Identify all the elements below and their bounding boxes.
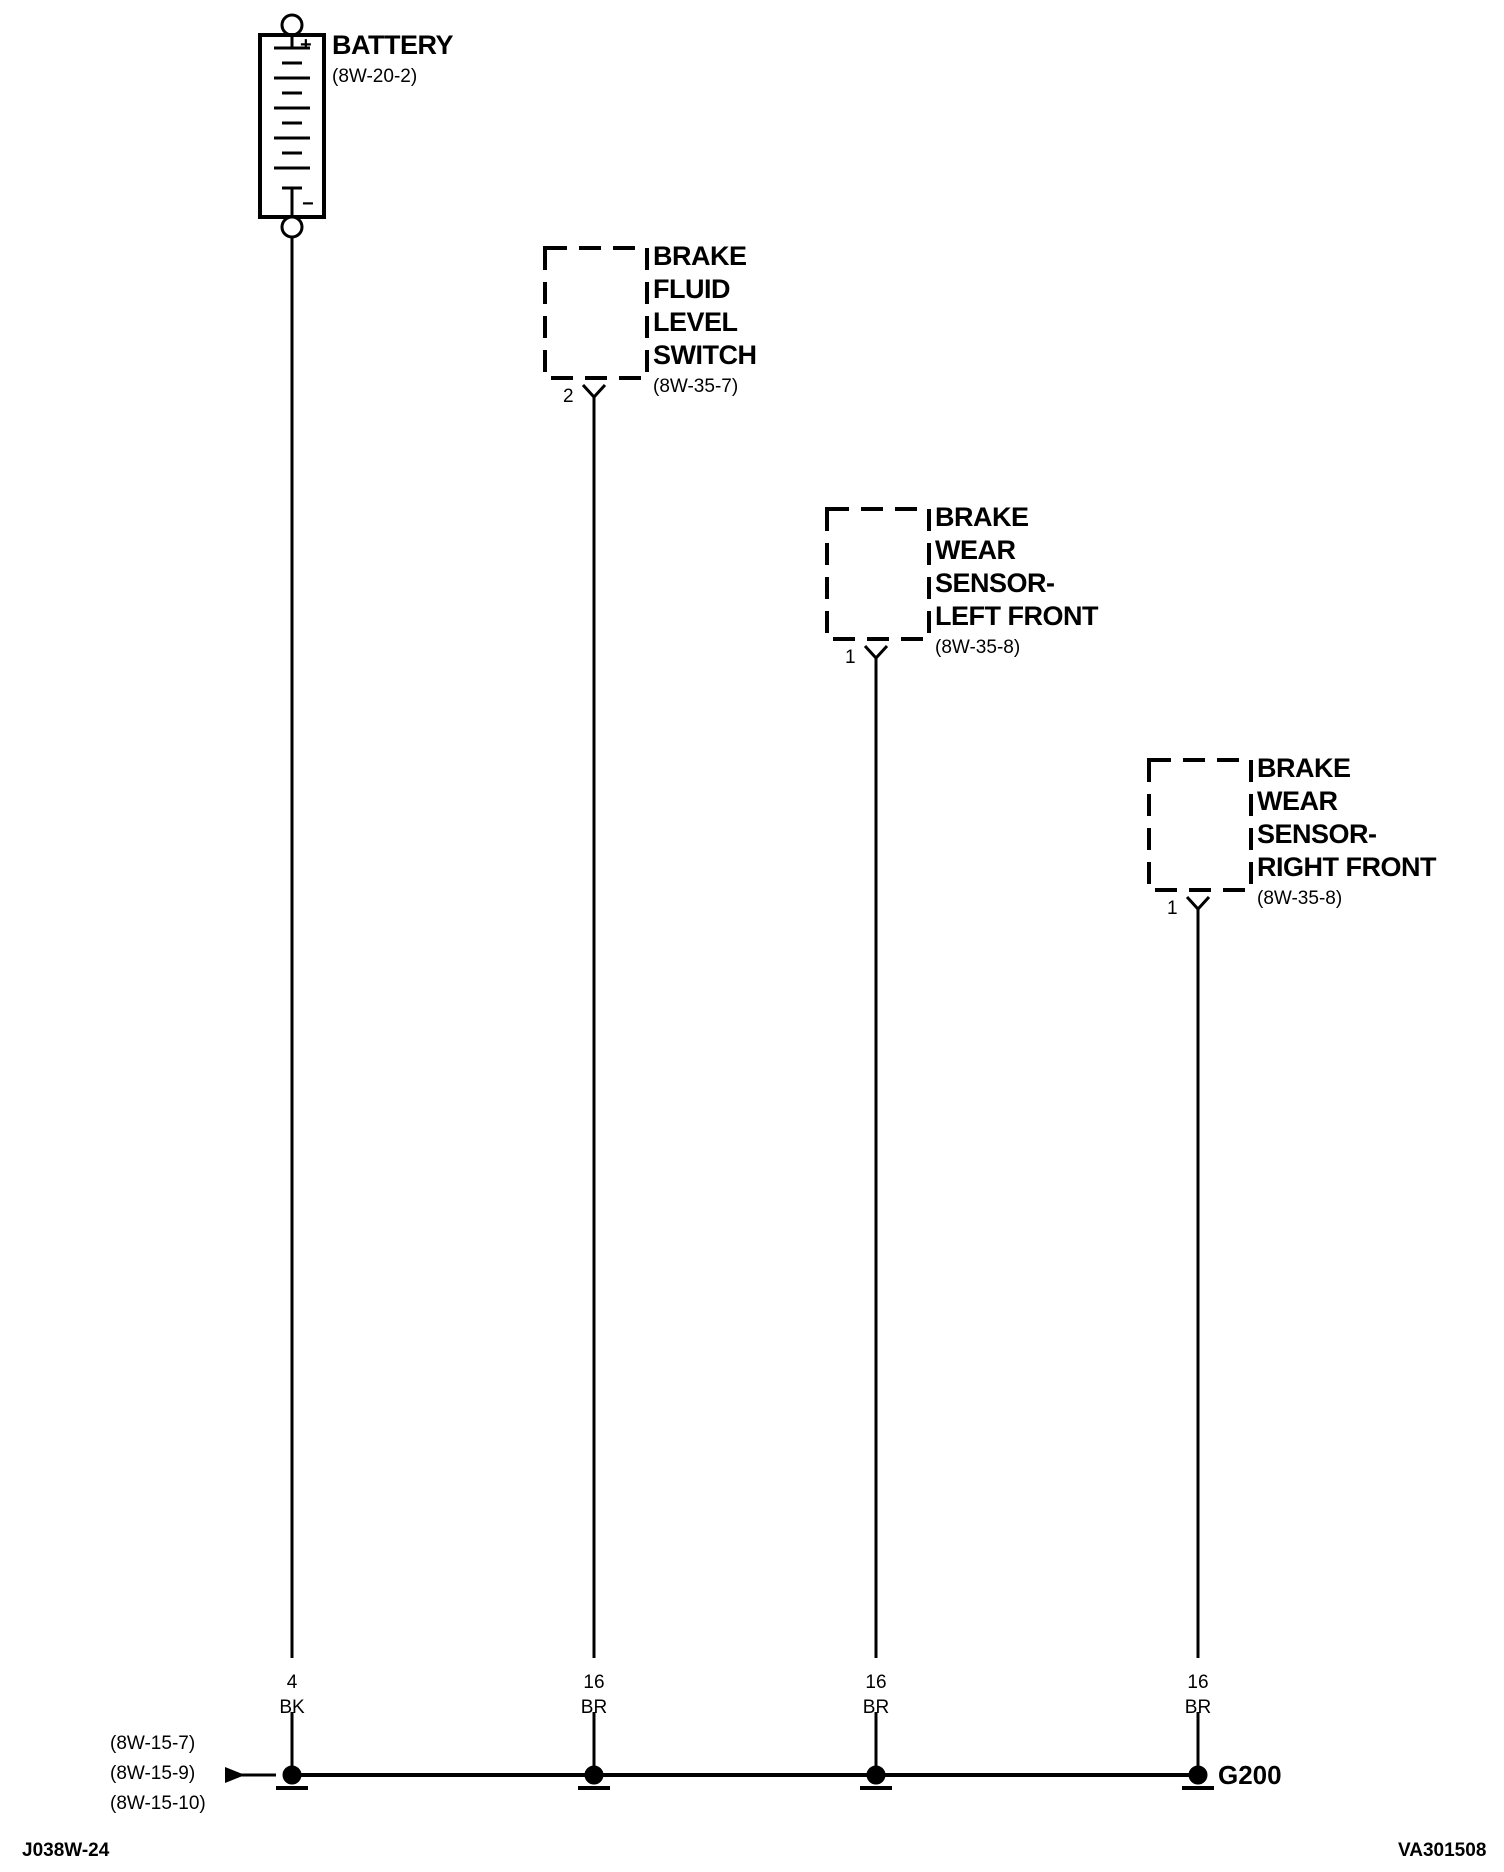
fluid-switch-pin: 2 <box>563 386 574 407</box>
battery-name: BATTERY <box>332 30 454 60</box>
wear-right-name-line: BRAKE <box>1257 753 1351 783</box>
fluid-switch-ref: (8W-35-7) <box>653 376 739 397</box>
wear-left-name-line: BRAKE <box>935 502 1029 532</box>
wire-gauge-label: 16 <box>865 1672 887 1693</box>
fluid-switch-name-line: FLUID <box>653 274 730 304</box>
brake-wear-sensor-right-front-box <box>1147 758 1253 892</box>
footer-right-code: VA301508 <box>1398 1840 1487 1861</box>
wire-gauge-label: 16 <box>1187 1672 1209 1693</box>
ground-terminal-icon <box>1182 1765 1214 1790</box>
splice-terminal-icon <box>578 1765 610 1790</box>
fluid-switch-name-line: BRAKE <box>653 241 747 271</box>
wire-color-label: BK <box>279 1697 305 1718</box>
wire-color-label: BR <box>862 1697 890 1718</box>
ground-name: G200 <box>1218 1760 1282 1790</box>
footer-left-code: J038W-24 <box>22 1840 110 1861</box>
battery-ref: (8W-20-2) <box>332 66 418 87</box>
wire-color-label: BR <box>580 1697 608 1718</box>
ground-ref: (8W-15-9) <box>110 1763 196 1784</box>
ground-ref: (8W-15-10) <box>110 1793 206 1814</box>
splice-terminal-icon <box>860 1765 892 1790</box>
wear-left-name-line: WEAR <box>935 535 1016 565</box>
wear-right-name-line: WEAR <box>1257 786 1338 816</box>
wear-left-pin: 1 <box>845 647 856 668</box>
connector-pin-icon <box>581 383 607 400</box>
wear-left-name-line: SENSOR- <box>935 568 1055 598</box>
connector-pin-icon <box>863 644 889 661</box>
splice-terminal-icon <box>276 1765 308 1790</box>
ground-ref: (8W-15-7) <box>110 1733 196 1754</box>
wear-right-ref: (8W-35-8) <box>1257 888 1343 909</box>
brake-fluid-level-switch-box <box>543 246 649 380</box>
arrow-right-icon <box>225 1767 245 1783</box>
fluid-switch-name-line: SWITCH <box>653 340 757 370</box>
wear-right-name-line: RIGHT FRONT <box>1257 852 1436 882</box>
wire-gauge-label: 4 <box>286 1672 298 1693</box>
battery-minus-sign: − <box>302 193 314 215</box>
fluid-switch-name-line: LEVEL <box>653 307 738 337</box>
wire-gauge-label: 16 <box>583 1672 605 1693</box>
brake-wear-sensor-left-front-box <box>825 507 931 641</box>
battery-symbol <box>258 13 326 239</box>
wear-right-pin: 1 <box>1167 898 1178 919</box>
connector-pin-icon <box>1185 895 1211 912</box>
wear-left-name-line: LEFT FRONT <box>935 601 1098 631</box>
wire-color-label: BR <box>1184 1697 1212 1718</box>
wear-left-ref: (8W-35-8) <box>935 637 1021 658</box>
battery-plus-sign: + <box>300 34 312 56</box>
wear-right-name-line: SENSOR- <box>1257 819 1377 849</box>
